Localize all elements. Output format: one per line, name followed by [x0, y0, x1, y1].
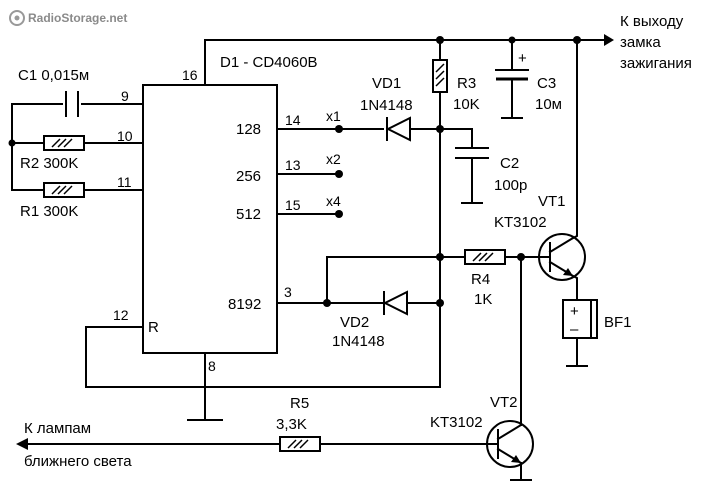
reset-label: R: [148, 319, 159, 336]
out-256-label: 256: [236, 168, 261, 185]
r5-resistor: [279, 436, 321, 452]
lamps-label-2: ближнего света: [24, 453, 132, 470]
vt1-type: KT3102: [494, 214, 547, 231]
out-128-label: 128: [236, 121, 261, 138]
arrow-left-icon: [16, 438, 28, 450]
lamps-label-1: К лампам: [24, 420, 91, 437]
pin-16-label: 16: [182, 67, 198, 83]
vd2-name: VD2: [340, 314, 369, 331]
r2-resistor: [43, 135, 85, 151]
ignition-label-2: замка: [620, 34, 661, 51]
tap-x4: x4: [326, 193, 341, 209]
r3-name: R3: [457, 75, 476, 92]
watermark-text: RadioStorage.net: [28, 11, 127, 25]
out-8192-label: 8192: [228, 296, 261, 313]
pin-9-label: 9: [121, 88, 129, 104]
chip-d1: [142, 84, 278, 354]
vd2-diode: [382, 290, 408, 316]
bf1-plus: +: [570, 303, 579, 320]
vt2-name: VT2: [490, 394, 518, 411]
pin-14-label: 14: [285, 112, 301, 128]
bf1-name: BF1: [604, 314, 632, 331]
c2-name: C2: [500, 155, 519, 172]
vt2-type: KT3102: [430, 414, 483, 431]
c1-label: C1 0,015м: [18, 67, 89, 84]
tap-x2: x2: [326, 151, 341, 167]
r1-resistor: [43, 182, 85, 198]
vt1-name: VT1: [538, 193, 566, 210]
c2-val: 100p: [494, 177, 527, 194]
out-512-label: 512: [236, 206, 261, 223]
r4-resistor: [464, 249, 506, 265]
vd2-type: 1N4148: [332, 333, 385, 350]
r1-label: R1 300K: [20, 203, 78, 220]
tap-x1: x1: [326, 108, 341, 124]
arrow-right-icon: [604, 34, 614, 46]
ignition-label-3: зажигания: [620, 55, 692, 72]
c3-val: 10м: [535, 96, 562, 113]
r5-val: 3,3K: [276, 416, 307, 433]
pin-15-label: 15: [285, 197, 301, 213]
ignition-label-1: К выходу: [620, 13, 684, 30]
c3-name: C3: [537, 75, 556, 92]
c3-plus: +: [518, 50, 527, 67]
vd1-diode: [385, 116, 411, 142]
pin-8-label: 8: [208, 358, 216, 374]
pin-11-label: 11: [117, 174, 132, 190]
r5-name: R5: [290, 395, 309, 412]
chip-title: D1 - CD4060B: [220, 54, 318, 71]
pin-10-label: 10: [117, 128, 133, 144]
r4-val: 1K: [474, 291, 492, 308]
vd1-name: VD1: [372, 75, 401, 92]
pin-12-label: 12: [113, 307, 129, 323]
c2-capacitor: [455, 147, 489, 159]
pin-13-label: 13: [285, 157, 301, 173]
r3-val: 10K: [453, 96, 480, 113]
c1-capacitor: [65, 91, 79, 117]
r2-label: R2 300K: [20, 155, 78, 172]
radiostorage-logo: RadioStorage.net: [9, 10, 127, 26]
r4-name: R4: [471, 271, 490, 288]
bf1-minus: –: [570, 321, 579, 338]
pin-3-label: 3: [284, 284, 292, 300]
vd1-type: 1N4148: [360, 97, 413, 114]
